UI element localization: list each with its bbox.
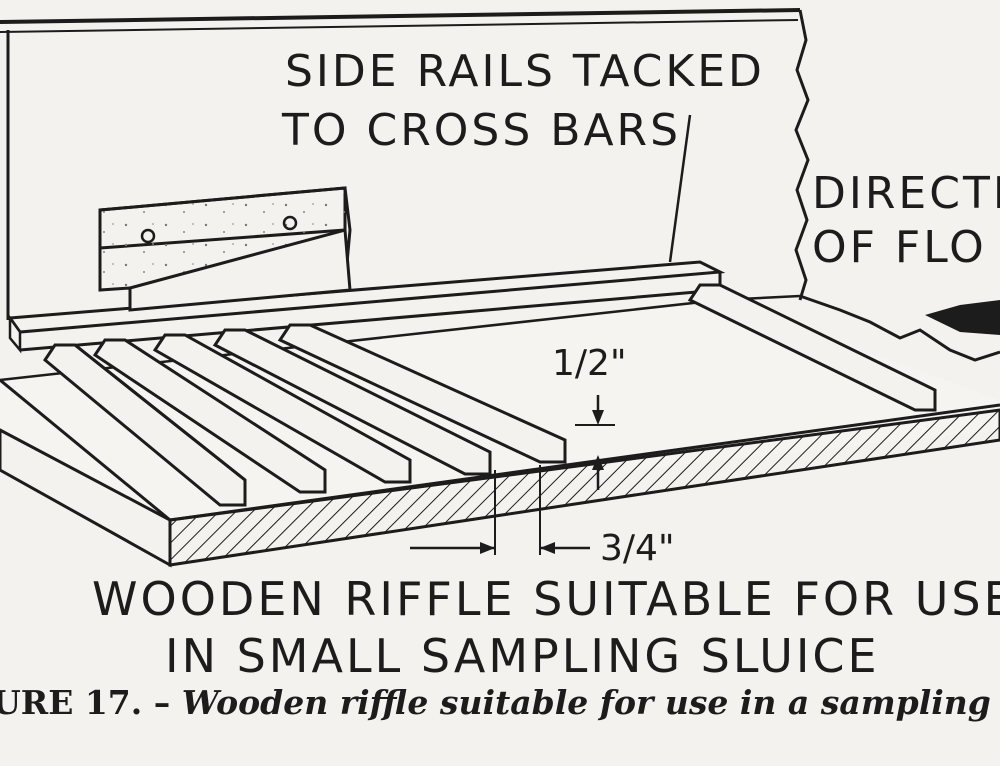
riffle-bar xyxy=(277,323,567,464)
end-cross-bar xyxy=(687,283,937,412)
figure-caption: URE 17. – Wooden riffle suitable for use… xyxy=(0,683,1000,722)
direction-label-line1: DIRECTIO xyxy=(812,168,1000,219)
end-block xyxy=(98,186,352,312)
dim-three-quarter-inch-label: 3/4" xyxy=(600,528,675,569)
side-rails-label-line2: TO CROSS BARS xyxy=(281,105,681,156)
figure-caption-text: Wooden riffle suitable for use in a samp… xyxy=(181,683,1000,722)
dim-three-quarter-inch-marker xyxy=(410,465,590,555)
rail-leader-line xyxy=(668,114,692,263)
caption-line2: IN SMALL SAMPLING SLUICE xyxy=(165,629,880,683)
riffle-bar xyxy=(92,338,327,494)
side-rails-label-line1: SIDE RAILS TACKED xyxy=(285,46,765,97)
riffle-bar xyxy=(43,343,247,507)
riffle-bars xyxy=(43,283,937,507)
riffle-bar xyxy=(212,328,492,476)
dim-half-inch-marker xyxy=(575,395,615,490)
floor-board-section xyxy=(0,403,1000,568)
dim-half-inch-label: 1/2" xyxy=(552,343,627,384)
direction-label-line2: OF FLO xyxy=(812,222,987,273)
riffle-bar xyxy=(152,333,412,484)
flow-arrow xyxy=(925,300,1000,335)
rear-side-rail xyxy=(7,260,726,354)
figure-number: URE 17. – xyxy=(0,683,171,722)
caption-line1: WOODEN RIFFLE SUITABLE FOR USE xyxy=(92,572,1000,626)
